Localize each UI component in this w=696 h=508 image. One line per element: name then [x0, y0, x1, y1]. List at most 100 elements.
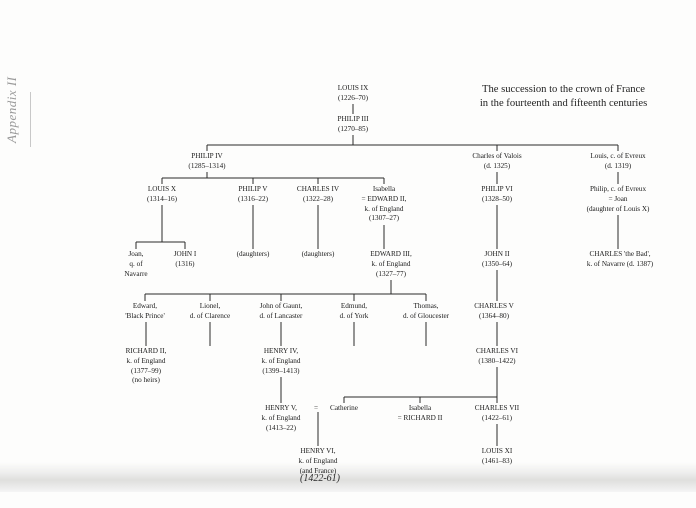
- person-philip3: PHILIP III(1270–85): [337, 115, 368, 135]
- person-name-line: Edward,: [132, 302, 158, 310]
- person-john1: JOHN I(1316): [174, 250, 197, 270]
- person-name-line: (1350–64): [482, 259, 512, 268]
- person-name-line: Louis, c. of Evreux: [590, 152, 646, 160]
- person-name-line: HENRY IV,: [263, 347, 299, 355]
- person-philip4: PHILIP IV(1285–1314): [188, 152, 225, 172]
- person-name-line: LOUIS X: [147, 185, 177, 193]
- person-name-line: Navarre: [124, 269, 148, 278]
- person-name-line: (1413–22): [266, 423, 296, 432]
- person-name-line: d. of York: [339, 311, 369, 320]
- person-name-line: CHARLES V: [474, 302, 514, 310]
- person-marriage-eq: =: [314, 404, 318, 414]
- person-name-line: (1316–22): [238, 194, 268, 203]
- person-name-line: (1377–99): [131, 366, 161, 375]
- person-name-line: =: [313, 404, 319, 412]
- person-name-line: (1316): [175, 259, 195, 268]
- person-name-line: (d. 1325): [483, 161, 511, 170]
- person-name-line: HENRY V,: [265, 404, 297, 412]
- person-louis11: LOUIS XI(1461–83): [482, 447, 513, 467]
- person-louis9: LOUIS IX(1226–70): [338, 84, 369, 104]
- person-edmund: Edmund,d. of York: [340, 302, 369, 322]
- person-name-line: Charles of Valois: [472, 152, 522, 160]
- person-name-line: (1364–80): [479, 311, 509, 320]
- person-name-line: (1422–61): [482, 413, 512, 422]
- person-name-line: PHILIP V: [238, 185, 268, 193]
- person-name-line: (daughters): [301, 250, 335, 258]
- person-charles7: CHARLES VII(1422–61): [475, 404, 519, 424]
- person-name-line: CHARLES VII: [474, 404, 520, 412]
- person-name-line: JOHN II: [484, 250, 510, 258]
- person-louis-evreux: Louis, c. of Evreux(d. 1319): [590, 152, 645, 172]
- person-name-line: Lionel,: [199, 302, 221, 310]
- person-charles5: CHARLES V(1364–80): [474, 302, 514, 322]
- person-name-line: PHILIP VI: [481, 185, 513, 193]
- person-charles6: CHARLES VI(1380–1422): [476, 347, 518, 367]
- person-name-line: 'Black Prince': [125, 311, 165, 320]
- person-philip-evreux: Philip, c. of Evreux= Joan(daughter of L…: [587, 185, 650, 214]
- person-henry5: HENRY V,k. of England(1413–22): [262, 404, 301, 433]
- person-name-line: k. of England: [261, 413, 301, 422]
- person-name-line: Joan,: [128, 250, 144, 258]
- person-name-line: (1399–1413): [262, 366, 300, 375]
- person-name-line: = RICHARD II: [397, 413, 443, 422]
- person-name-line: Isabella: [408, 404, 432, 412]
- person-name-line: LOUIS IX: [337, 84, 369, 92]
- person-name-line: k. of England: [261, 356, 301, 365]
- person-louis10: LOUIS X(1314–16): [147, 185, 177, 205]
- person-name-line: k. of England: [126, 356, 166, 365]
- person-name-line: (no heirs): [132, 376, 160, 385]
- person-name-line: PHILIP IV: [191, 152, 223, 160]
- person-catherine: Catherine: [330, 404, 358, 414]
- person-name-line: (1314–16): [147, 194, 177, 203]
- person-name-line: k. of Navarre (d. 1387): [586, 259, 654, 268]
- person-name-line: q. of: [129, 259, 143, 268]
- person-name-line: (daughters): [236, 250, 270, 258]
- person-edward3: EDWARD III,k. of England(1327–77): [370, 250, 412, 279]
- person-name-line: = EDWARD II,: [361, 194, 407, 203]
- person-lionel: Lionel,d. of Clarence: [190, 302, 231, 322]
- person-name-line: RICHARD II,: [125, 347, 167, 355]
- handwritten-annotation: (1422-61): [300, 473, 340, 484]
- person-name-line: d. of Lancaster: [259, 311, 303, 320]
- person-name-line: k. of England: [298, 456, 338, 465]
- person-name-line: (1285–1314): [188, 161, 226, 170]
- person-name-line: PHILIP III: [337, 115, 369, 123]
- person-isabella2: Isabella= RICHARD II: [398, 404, 443, 424]
- scan-shadow-band: [0, 462, 696, 492]
- title-line-1: The succession to the crown of France: [482, 84, 645, 95]
- person-name-line: (1327–77): [376, 269, 406, 278]
- person-john2: JOHN II(1350–64): [482, 250, 512, 270]
- person-name-line: d. of Clarence: [189, 311, 231, 320]
- person-daughters4: (daughters): [302, 250, 335, 260]
- person-name-line: EDWARD III,: [370, 250, 412, 258]
- diagram-title: The succession to the crown of France in…: [471, 83, 656, 110]
- person-edward-bp: Edward,'Black Prince': [125, 302, 165, 322]
- person-name-line: = Joan: [608, 194, 628, 203]
- person-name-line: LOUIS XI: [481, 447, 513, 455]
- person-name-line: CHARLES IV: [296, 185, 340, 193]
- person-name-line: (d. 1319): [604, 161, 632, 170]
- person-charles4: CHARLES IV(1322–28): [297, 185, 339, 205]
- person-isabella: Isabella= EDWARD II,k. of England(1307–2…: [362, 185, 407, 224]
- person-name-line: JOHN I: [173, 250, 197, 258]
- person-daughters5: (daughters): [237, 250, 270, 260]
- person-name-line: (1226–70): [338, 93, 368, 102]
- person-name-line: (and France): [299, 466, 337, 475]
- person-name-line: Catherine: [330, 404, 358, 412]
- person-name-line: (daughter of Louis X): [586, 204, 650, 213]
- person-name-line: HENRY VI,: [300, 447, 336, 455]
- person-name-line: (1461–83): [482, 456, 512, 465]
- person-name-line: CHARLES VI: [476, 347, 518, 355]
- person-name-line: (1328–50): [482, 194, 512, 203]
- person-thomas: Thomas,d. of Gloucester: [403, 302, 449, 322]
- person-philip6: PHILIP VI(1328–50): [481, 185, 512, 205]
- title-line-2: in the fourteenth and fifteenth centurie…: [479, 97, 648, 109]
- person-name-line: Philip, c. of Evreux: [589, 185, 647, 193]
- person-name-line: CHARLES 'the Bad',: [589, 250, 651, 258]
- person-richard2: RICHARD II,k. of England(1377–99)(no hei…: [126, 347, 167, 386]
- person-name-line: k. of England: [364, 204, 404, 213]
- margin-rule: [30, 92, 31, 147]
- person-john-gaunt: John of Gaunt,d. of Lancaster: [260, 302, 303, 322]
- person-name-line: (1322–28): [303, 194, 333, 203]
